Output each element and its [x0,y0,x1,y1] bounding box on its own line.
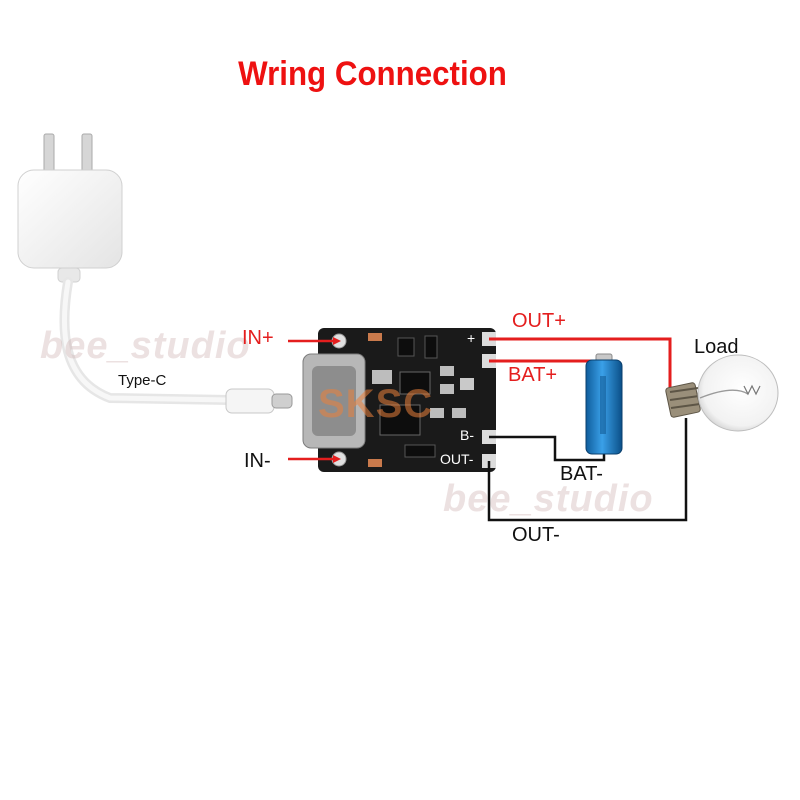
type-c-plug-housing [225,388,275,414]
charger-prong-left [43,133,55,175]
charger-prong-right [81,133,93,175]
label-bat-minus: BAT- [560,463,603,485]
board-logo-watermark: SKSC [318,382,434,426]
wire-out-minus [487,418,688,522]
label-in-minus: IN- [244,450,271,472]
watermark-2: bee_studio [443,478,654,520]
type-c-plug-tip [271,393,293,409]
watermark-1: bee_studio [40,325,251,367]
label-out-plus: OUT+ [512,310,566,332]
label-out-minus: OUT- [512,524,560,546]
wire-bat-minus [489,435,606,462]
charger-board [302,328,496,472]
label-load: Load [694,336,739,358]
battery-cell [585,353,623,455]
board-out-minus-label: OUT- [440,451,474,467]
board-b-minus-label: B- [460,427,474,443]
label-bat-plus: BAT+ [508,364,558,386]
board-plus-mark: + [467,330,476,346]
label-type-c: Type-C [118,372,167,389]
charger-body [17,169,123,269]
label-in-plus: IN+ [242,327,274,349]
usb-charger [17,133,123,283]
diagram-title: Wring Connection [238,55,507,93]
wire-out-plus [489,337,672,405]
light-bulb-load [665,354,779,432]
